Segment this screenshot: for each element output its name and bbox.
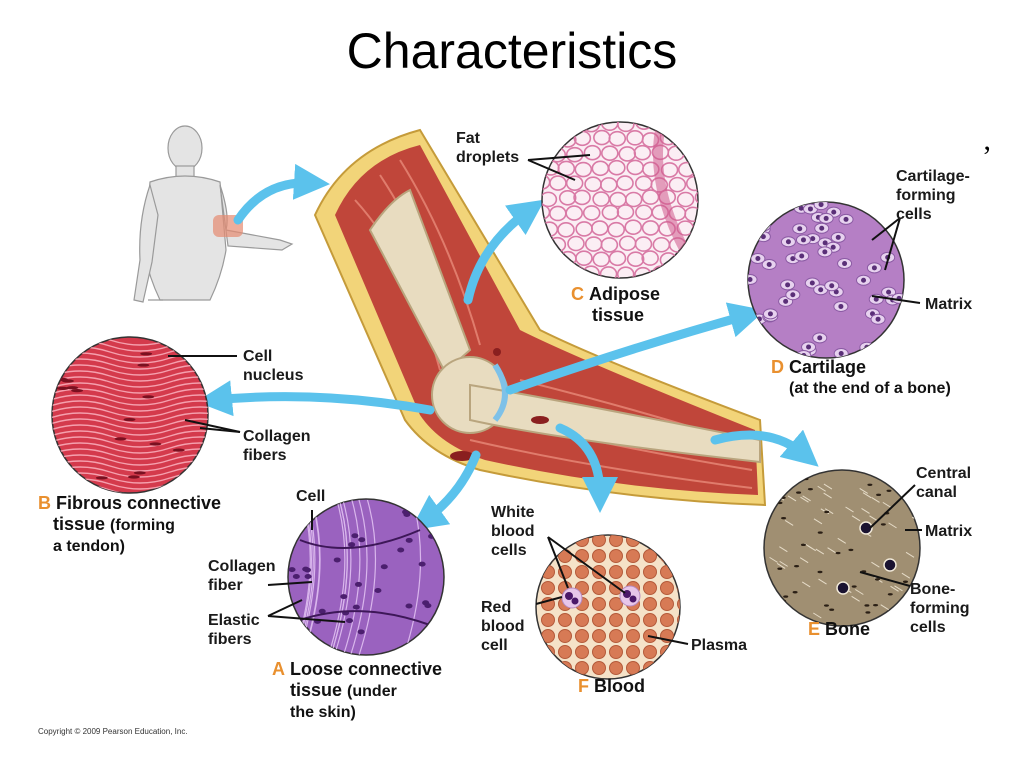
arrow-to-adipose (463, 199, 545, 305)
label-bone-forming-cells: Bone- forming cells (910, 581, 970, 636)
label-central-canal: Central canal (916, 465, 972, 501)
label-collagen-fibers: Collagen fibers (243, 428, 311, 464)
adipose-micrograph (541, 121, 699, 279)
caption-letter: D (771, 357, 784, 377)
label-elastic-fibers: Elastic fibers (208, 612, 260, 648)
bone-micrograph (763, 469, 921, 627)
label-cell: Cell (296, 488, 326, 505)
label-plasma: Plasma (691, 637, 748, 654)
caption-letter: C (571, 284, 584, 304)
cartilage-micrograph (747, 201, 905, 359)
label-cartilage-matrix: Matrix (925, 296, 973, 313)
label-red-blood-cell: Red blood cell (481, 599, 525, 654)
label-white-blood-cells: White blood cells (491, 504, 535, 559)
label-collagen-fiber: Collagen fiber (208, 558, 276, 594)
arm-cross-section (313, 128, 767, 507)
arrow-to-blood (555, 423, 618, 513)
caption-letter: A (272, 659, 285, 679)
caption-letter: F (578, 676, 589, 696)
slide-title: Characteristics (346, 23, 678, 79)
arrow-to-fibrous (196, 380, 435, 417)
caption-letter: B (38, 493, 51, 513)
human-figure-icon (133, 125, 294, 303)
pointer-arrows (196, 163, 819, 531)
stray-mark: ’ (982, 140, 992, 173)
fibrous-micrograph (51, 336, 209, 494)
arrow-to-bone (710, 429, 819, 467)
copyright-notice: Copyright © 2009 Pearson Education, Inc. (38, 727, 188, 736)
label-fat-droplets: Fat droplets (456, 130, 520, 166)
caption-letter: E (808, 619, 821, 639)
arrow-figure-to-arm (233, 163, 330, 225)
arrow-to-cartilage (505, 302, 766, 395)
label-cell-nucleus: Cell nucleus (243, 348, 304, 384)
label-bone-matrix: Matrix (925, 523, 973, 540)
leader-lines (168, 154, 922, 645)
label-cartilage-forming-cells: Cartilage- forming cells (896, 168, 970, 223)
arrow-to-loose (410, 450, 481, 531)
blood-micrograph (535, 534, 681, 680)
